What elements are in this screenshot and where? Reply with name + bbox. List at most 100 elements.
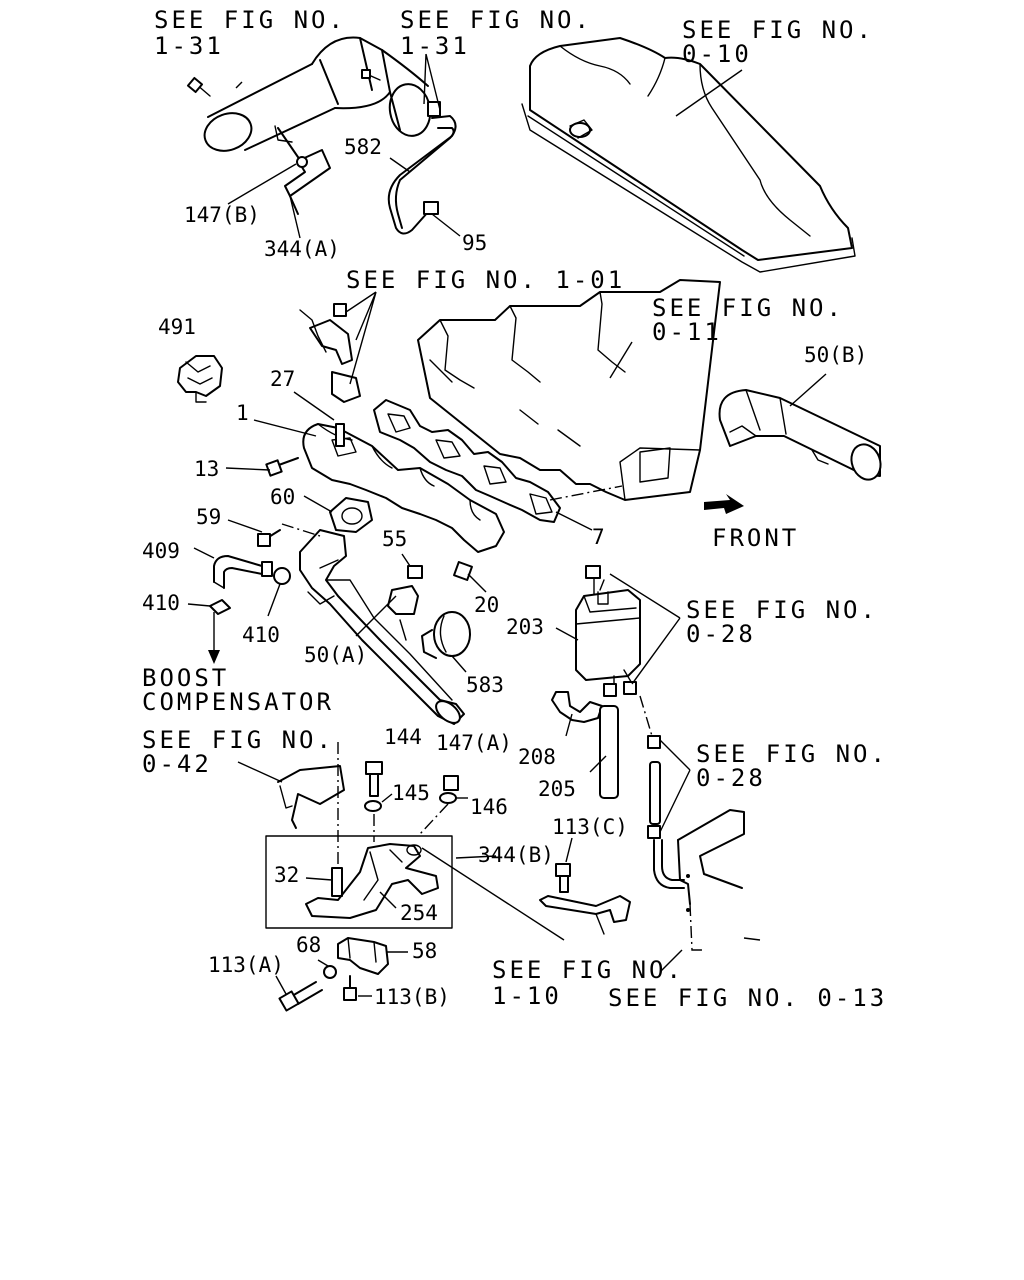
callout-13: 13 <box>194 457 219 481</box>
air-duct-50b <box>718 389 882 481</box>
reservoir-tank-203 <box>575 577 641 691</box>
note-line-2: COMPENSATOR <box>142 688 334 716</box>
front-label: FRONT <box>712 524 799 552</box>
bolt-113b <box>343 975 357 1001</box>
frame-rail <box>677 809 745 951</box>
ref-number: 1-31 <box>400 32 470 60</box>
stud-27 <box>335 423 345 447</box>
callout-68: 68 <box>296 933 321 957</box>
callout-58: 58 <box>412 939 437 963</box>
callout-147a: 147(A) <box>436 731 512 755</box>
callout-205: 205 <box>538 777 576 801</box>
callout-7: 7 <box>592 525 605 549</box>
callout-113c: 113(C) <box>552 815 628 839</box>
callout-95: 95 <box>462 231 487 255</box>
callout-1: 1 <box>236 401 249 425</box>
reference-fig-0-28-a: SEE FIG NO. 0-28 <box>686 596 878 648</box>
reference-fig-0-10: SEE FIG NO. 0-10 <box>682 16 874 68</box>
nut-147a <box>443 775 459 791</box>
reference-fig-1-31-a: SEE FIG NO. 1-31 <box>154 6 346 60</box>
reference-fig-0-13: SEE FIG NO. 0-13 <box>608 984 887 1012</box>
valve-583 <box>421 611 471 659</box>
callout-344a: 344(A) <box>264 237 340 261</box>
callout-583: 583 <box>466 673 504 697</box>
bolt-113a <box>278 981 323 1012</box>
ref-label: SEE FIG NO. <box>492 956 684 984</box>
hose-409 <box>213 555 273 589</box>
washer-68 <box>323 965 337 979</box>
callout-60: 60 <box>270 485 295 509</box>
ref-number: 1-10 <box>492 982 562 1010</box>
ref-number: 0-28 <box>686 620 756 648</box>
bolt-113c <box>555 863 571 893</box>
hose-connector-left <box>603 683 617 697</box>
sensor-491 <box>177 355 223 403</box>
callout-59: 59 <box>196 505 221 529</box>
assembly-box-344b <box>265 835 453 929</box>
cap-fitting-top <box>585 565 601 579</box>
washer-146 <box>439 792 457 804</box>
ref-number: 1-31 <box>154 32 224 60</box>
callout-208: 208 <box>518 745 556 769</box>
reference-fig-1-10: SEE FIG NO. 1-10 <box>492 956 684 1010</box>
callout-254: 254 <box>400 901 438 925</box>
bolt-144 <box>365 761 383 797</box>
callout-27: 27 <box>270 367 295 391</box>
boost-compensator-note: BOOST COMPENSATOR <box>142 664 334 716</box>
gasket-60 <box>329 497 373 533</box>
callout-50b: 50(B) <box>804 343 867 367</box>
washer-145 <box>364 800 382 812</box>
cylinder-head <box>417 279 721 501</box>
bracket-208 <box>551 691 603 723</box>
front-arrow <box>704 494 744 514</box>
hose-right-0-28 <box>639 695 685 889</box>
callout-20: 20 <box>474 593 499 617</box>
ref-label: SEE FIG NO. <box>154 6 346 34</box>
ref-label: SEE FIG NO. <box>652 294 844 322</box>
callout-203: 203 <box>506 615 544 639</box>
bolt-13 <box>265 457 299 477</box>
callout-146: 146 <box>470 795 508 819</box>
bolt-59 <box>257 523 321 547</box>
rocker-cover <box>521 37 856 273</box>
callout-410-upper: 410 <box>242 623 280 647</box>
bracket-344a <box>277 127 331 215</box>
air-duct-elbow-top <box>203 36 432 152</box>
callout-50a: 50(A) <box>304 643 367 667</box>
nut-55 <box>387 565 423 641</box>
hose-connector-right <box>623 681 637 695</box>
ref-label: SEE FIG NO. <box>682 16 874 44</box>
bracket-0-42 <box>277 765 345 829</box>
callout-409: 409 <box>142 539 180 563</box>
callout-410-lower: 410 <box>142 591 180 615</box>
stud-32 <box>331 867 343 897</box>
reference-fig-0-28-b: SEE FIG NO. 0-28 <box>696 740 888 792</box>
nut-20 <box>453 561 473 581</box>
callout-344b: 344(B) <box>478 843 554 867</box>
leader-lines <box>187 53 827 997</box>
clamp-410-upper <box>273 567 291 585</box>
ref-number: 0-42 <box>142 750 212 778</box>
callout-582: 582 <box>344 135 382 159</box>
bolt-elbow-flange <box>361 69 381 81</box>
callout-113b: 113(B) <box>374 985 450 1009</box>
ref-number: 0-10 <box>682 40 752 68</box>
ref-number: 0-28 <box>696 764 766 792</box>
manifold-gasket <box>373 399 623 523</box>
reference-fig-1-01: SEE FIG NO. 1-01 <box>346 266 625 294</box>
note-line-1: BOOST <box>142 664 229 692</box>
clamp-410-lower <box>208 599 231 664</box>
bolt-top-left <box>186 76 211 97</box>
ref-label: SEE FIG NO. <box>696 740 888 768</box>
callout-32: 32 <box>274 863 299 887</box>
hose-205 <box>599 705 619 799</box>
callout-147b: 147(B) <box>184 203 260 227</box>
ref-number: 0-11 <box>652 318 722 346</box>
hose-clamp-lower <box>423 201 439 215</box>
callout-145: 145 <box>392 781 430 805</box>
sensor-58 <box>337 937 389 975</box>
ref-label: SEE FIG NO. <box>400 6 592 34</box>
ref-label: SEE FIG NO. <box>686 596 878 624</box>
ref-label: SEE FIG NO. <box>142 726 334 754</box>
